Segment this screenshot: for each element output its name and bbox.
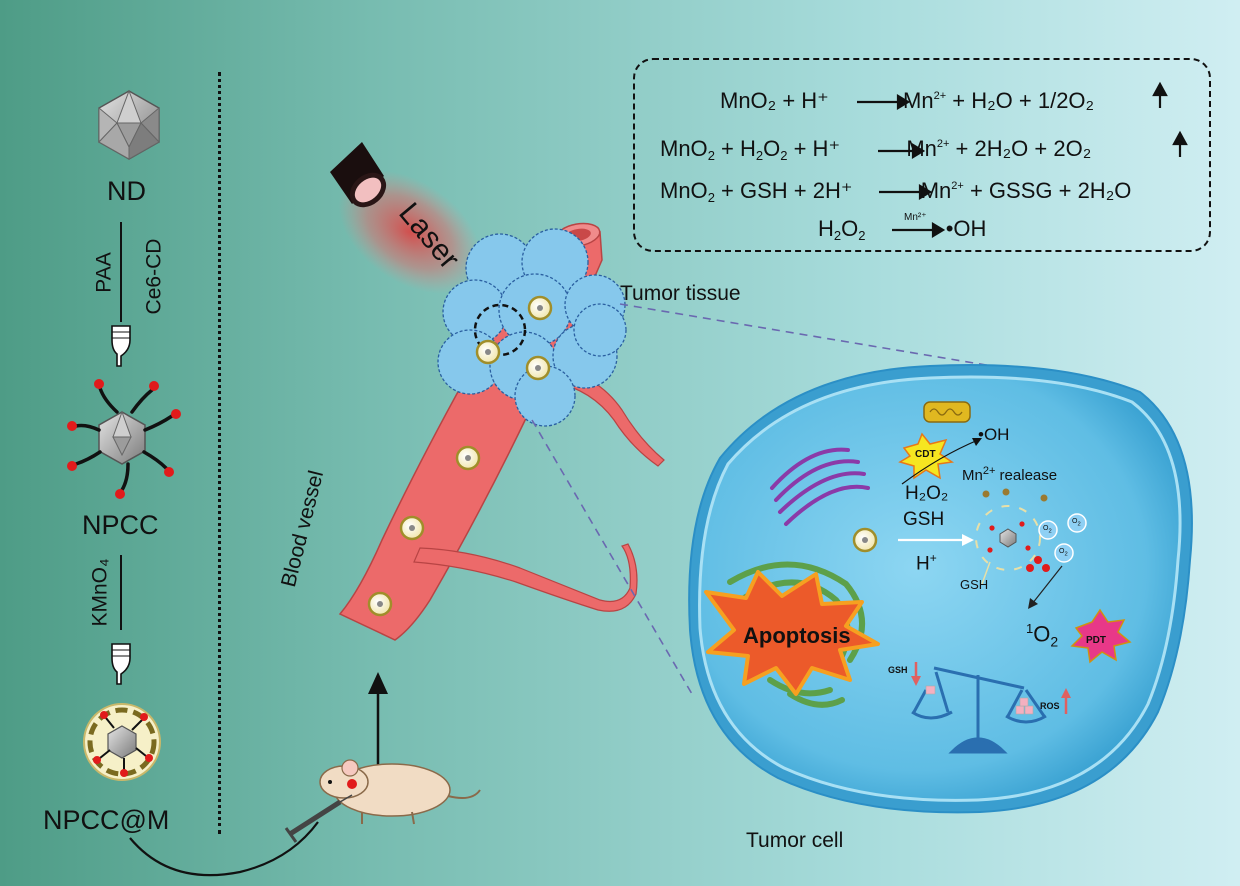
npcc-label: NPCC (82, 510, 159, 540)
nd-label: ND (107, 176, 146, 206)
gsh-inner-label: GSH (960, 577, 989, 592)
gsh-label: GSH (903, 509, 945, 530)
h-plus-label: H+ (916, 551, 937, 575)
hydroxyl-radical-label: •OH (978, 425, 1010, 444)
h2o2-label: H₂O₂ (905, 483, 949, 504)
singlet-oxygen-label: 1O2 (1026, 621, 1059, 650)
nanoparticle-markers (367, 295, 553, 617)
o2-bubble-label-2: O2 (1072, 518, 1081, 528)
o2-bubble-label-3: O2 (1059, 548, 1068, 558)
up-arrow-icon (368, 672, 388, 694)
equation-1: MnO₂ + H⁺ Mn2+ + H₂O + 1/2O₂ (720, 88, 1095, 113)
o2-bubble-label-1: O2 (1043, 525, 1052, 535)
pointing-hand-icon (111, 643, 131, 685)
nd-icosahedron-icon (98, 89, 160, 160)
ros-balance-label: ROS (1040, 701, 1060, 711)
zoom-target-circle (473, 303, 527, 357)
kmno4-label: KMnO₄ (88, 558, 112, 627)
pointing-hand-icon (111, 325, 131, 367)
reaction-equations-box (633, 58, 1211, 252)
oxygen-bubbles (1038, 513, 1087, 563)
balance-scale-icon (911, 666, 1047, 754)
ce6cd-label: Ce6-CD (142, 238, 166, 315)
mitochondrion-icon (923, 401, 971, 423)
section-divider (218, 72, 221, 834)
npcc-particle-icon (67, 379, 181, 499)
zoom-line-lower (531, 419, 693, 695)
zoom-line-upper (619, 303, 993, 367)
apoptosis-label: Apoptosis (743, 623, 851, 648)
tumor-tissue-label: Tumor tissue (620, 282, 741, 305)
npcc-m-label: NPCC@M (43, 805, 170, 835)
mn-catalyst-label: Mn²⁺ (904, 212, 927, 223)
tumor-cell-label: Tumor cell (746, 829, 844, 852)
pdt-burst (1070, 608, 1132, 664)
mn-release-label: Mn2+ realease (962, 465, 1058, 484)
cdt-label: CDT (915, 449, 936, 460)
golgi-apparatus-icon (770, 447, 870, 526)
npcc-m-particle-icon (83, 703, 161, 781)
paa-label: PAA (92, 252, 116, 293)
equation-2: MnO2 + H2O2 + H⁺ Mn2+ + 2H₂O + 2O₂ (660, 136, 1092, 163)
mouse-icon (319, 759, 481, 825)
syringe-icon (284, 794, 353, 843)
decrease-arrow-icon (911, 676, 921, 686)
gsh-balance-label: GSH (888, 665, 908, 675)
cdt-burst (898, 432, 955, 480)
laser-fiber-icon (330, 142, 387, 208)
equation-3: MnO2 + GSH + 2H⁺ Mn2+ + GSSG + 2H₂O (660, 178, 1132, 205)
equation-4: H2O2 •OH (818, 216, 987, 243)
pdt-label: PDT (1086, 635, 1106, 646)
released-core-icon (975, 488, 1050, 572)
apoptosis-burst (704, 570, 880, 696)
increase-arrow-icon (1061, 688, 1071, 698)
